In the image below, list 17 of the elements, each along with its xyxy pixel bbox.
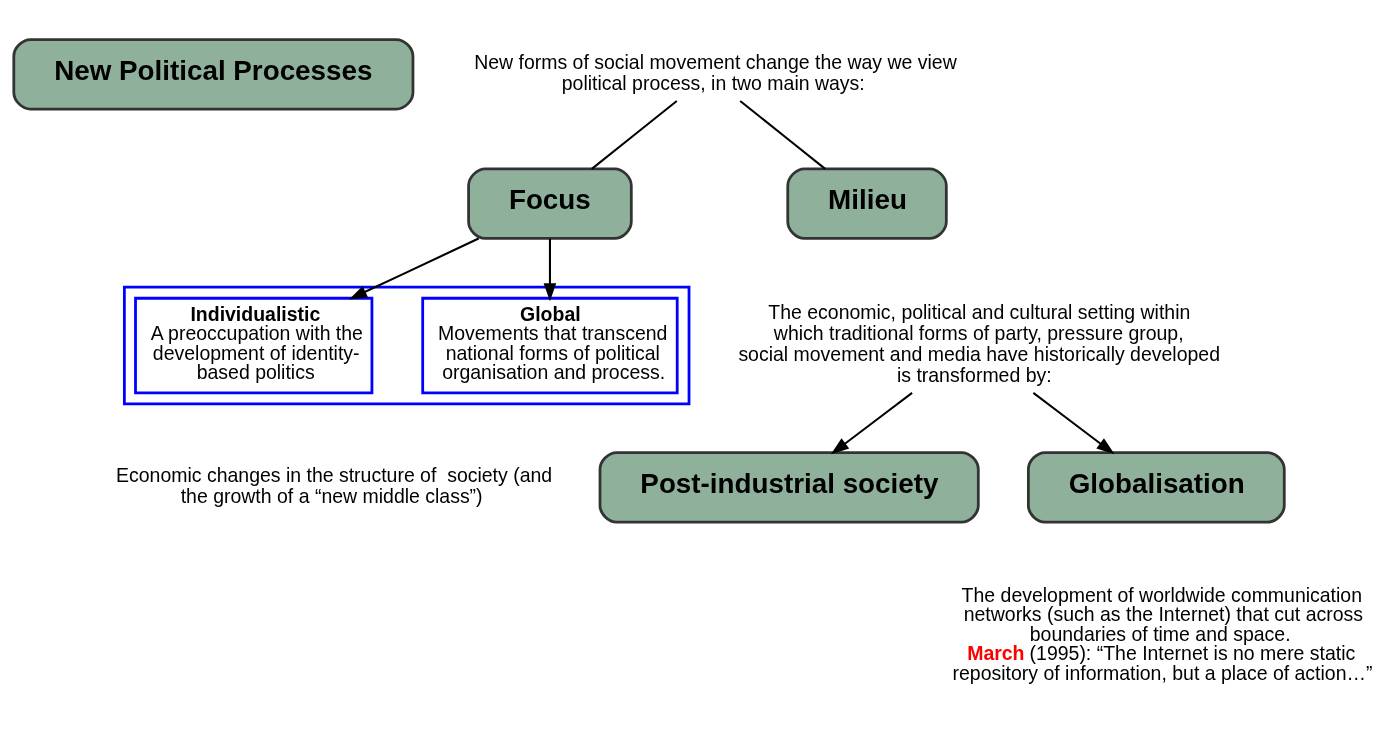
- node-box: Focus: [467, 167, 633, 240]
- node-label: The development of worldwide communication networks (such as the Internet) that cut across boundaries of time and space.: [961, 583, 1363, 645]
- node-box: New Political Processes: [12, 37, 415, 110]
- node-box: Global Movements that transcend national forms of political organisation and process.: [421, 296, 679, 394]
- arrow: [830, 391, 913, 454]
- node-box: Individualistic A preoccupation with the development of identity-based politics: [134, 296, 374, 394]
- node-box: Post-industrial society: [598, 450, 980, 524]
- arrow: [349, 237, 480, 299]
- node-text: New forms of social movement change the way we view political process, in two main ways:: [474, 50, 957, 94]
- connector: [591, 99, 678, 170]
- arrow: [1032, 391, 1115, 454]
- node-text: The economic, political and cultural setting within which traditional forms of party, pressure group, social movement and media have historically developed is transformed by:: [738, 300, 1220, 386]
- connector: [739, 99, 826, 170]
- node-box: Milieu: [786, 167, 948, 240]
- node-label: Economic changes in the structure of society (and the growth of a “new middle class”): [116, 463, 553, 507]
- arrow: [543, 238, 557, 301]
- node-box: Globalisation: [1026, 450, 1286, 524]
